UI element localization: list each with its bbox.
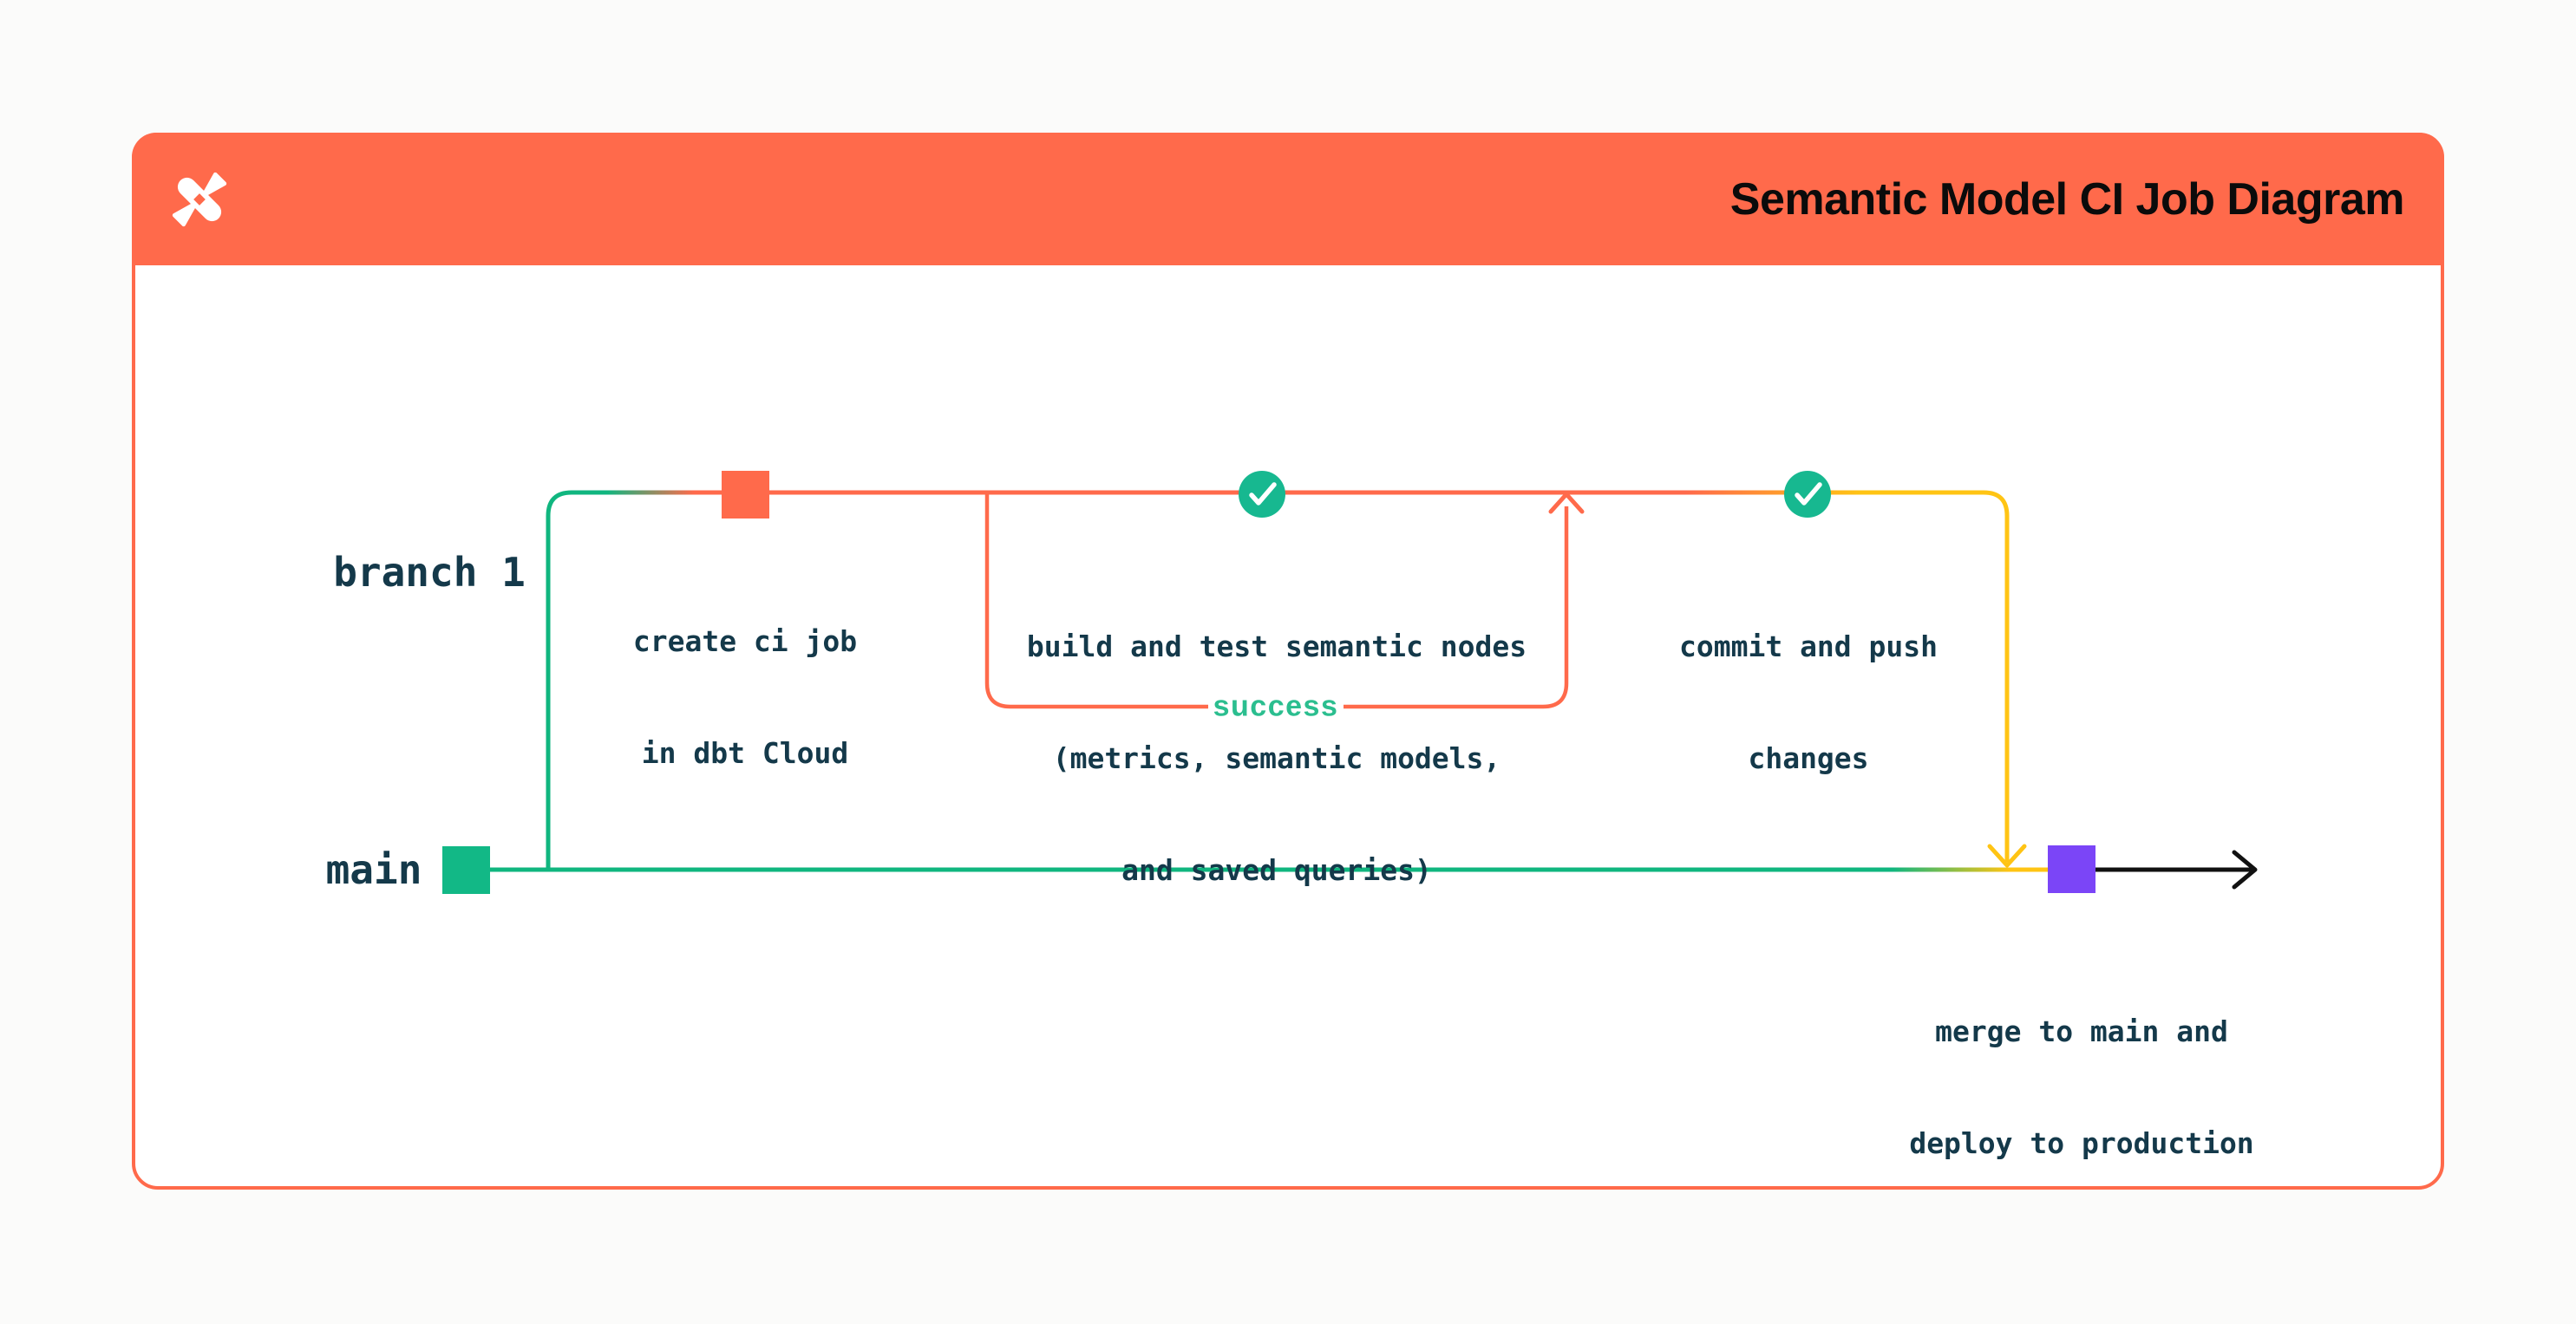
success-loop-line [984, 492, 1569, 709]
node-label-line: create ci job [632, 624, 858, 658]
loop-arrowhead-icon [1548, 492, 1585, 514]
commit-square-create-ci-job [722, 471, 769, 519]
node-label-create-ci-job: create ci job in dbt Cloud [633, 548, 857, 846]
node-label-line: in dbt Cloud [641, 736, 849, 770]
diagram-card [132, 133, 2444, 1190]
commit-square-main-start [442, 846, 490, 894]
dbt-logo-icon [172, 172, 227, 226]
node-label-commit-and-push: commit and push changes [1679, 553, 1938, 851]
node-label-line: merge to main and [1935, 1014, 2228, 1048]
node-label-line: changes [1748, 741, 1869, 775]
node-label-line: deploy to production [1909, 1126, 2254, 1160]
production-arrowhead-icon [2232, 850, 2258, 890]
success-check-icon [1239, 471, 1285, 518]
check-glyph [1249, 482, 1277, 505]
merge-arrowhead-icon [1987, 844, 2027, 868]
node-label-merge-and-deploy: merge to main and deploy to production [1909, 938, 2253, 1236]
node-label-build-and-test: build and test semantic nodes (metrics, … [1027, 553, 1527, 963]
node-label-line: commit and push [1678, 629, 1939, 663]
branch-label-branch1: branch 1 [333, 549, 526, 596]
header-bar: Semantic Model CI Job Diagram [132, 133, 2444, 265]
check-glyph [1795, 482, 1822, 505]
page-title: Semantic Model CI Job Diagram [1729, 173, 2405, 225]
node-label-line: and saved queries) [1121, 853, 1432, 887]
node-label-line: (metrics, semantic models, [1052, 741, 1501, 775]
success-check-icon [1784, 471, 1831, 518]
node-label-line: build and test semantic nodes [1026, 629, 1527, 663]
commit-square-merge [2048, 845, 2095, 893]
branch-label-main: main [325, 846, 422, 893]
success-loop-label: success [1213, 689, 1339, 723]
